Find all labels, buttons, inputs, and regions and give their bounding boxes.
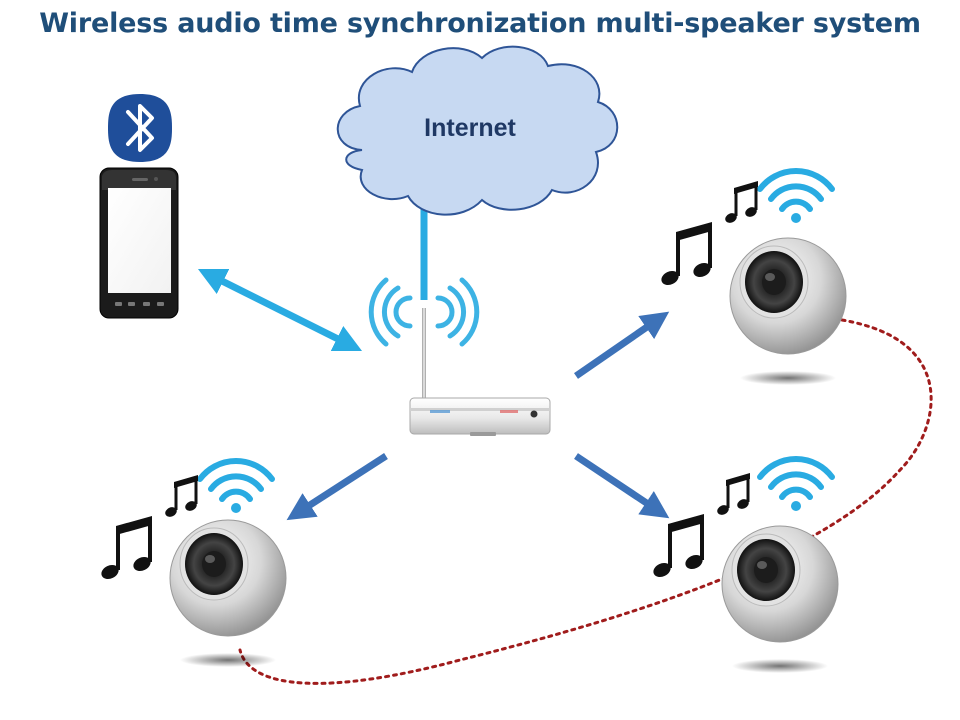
router-speaker-tr-link xyxy=(574,311,670,379)
phone-router-link xyxy=(197,268,363,352)
internet-cloud xyxy=(336,45,619,216)
wifi-icon xyxy=(760,171,832,223)
router-signal-icon xyxy=(368,277,480,347)
wifi-icon xyxy=(760,459,832,511)
speaker-bottom-left xyxy=(97,461,287,668)
wifi-router xyxy=(368,277,551,436)
bluetooth-icon xyxy=(108,94,172,162)
speaker-top-right xyxy=(657,171,847,386)
speaker-icon xyxy=(729,237,847,386)
smartphone xyxy=(99,167,179,319)
sync-dotted-link xyxy=(238,318,933,685)
speaker-bottom-right xyxy=(649,459,839,674)
diagram-title: Wireless audio time synchronization mult… xyxy=(39,8,921,39)
speaker-icon xyxy=(169,519,287,668)
router-speaker-bl-link xyxy=(286,453,388,521)
speaker-icon xyxy=(721,525,839,674)
wifi-icon xyxy=(200,461,272,513)
router-speaker-br-link xyxy=(574,453,670,519)
cloud-label: Internet xyxy=(424,114,516,142)
